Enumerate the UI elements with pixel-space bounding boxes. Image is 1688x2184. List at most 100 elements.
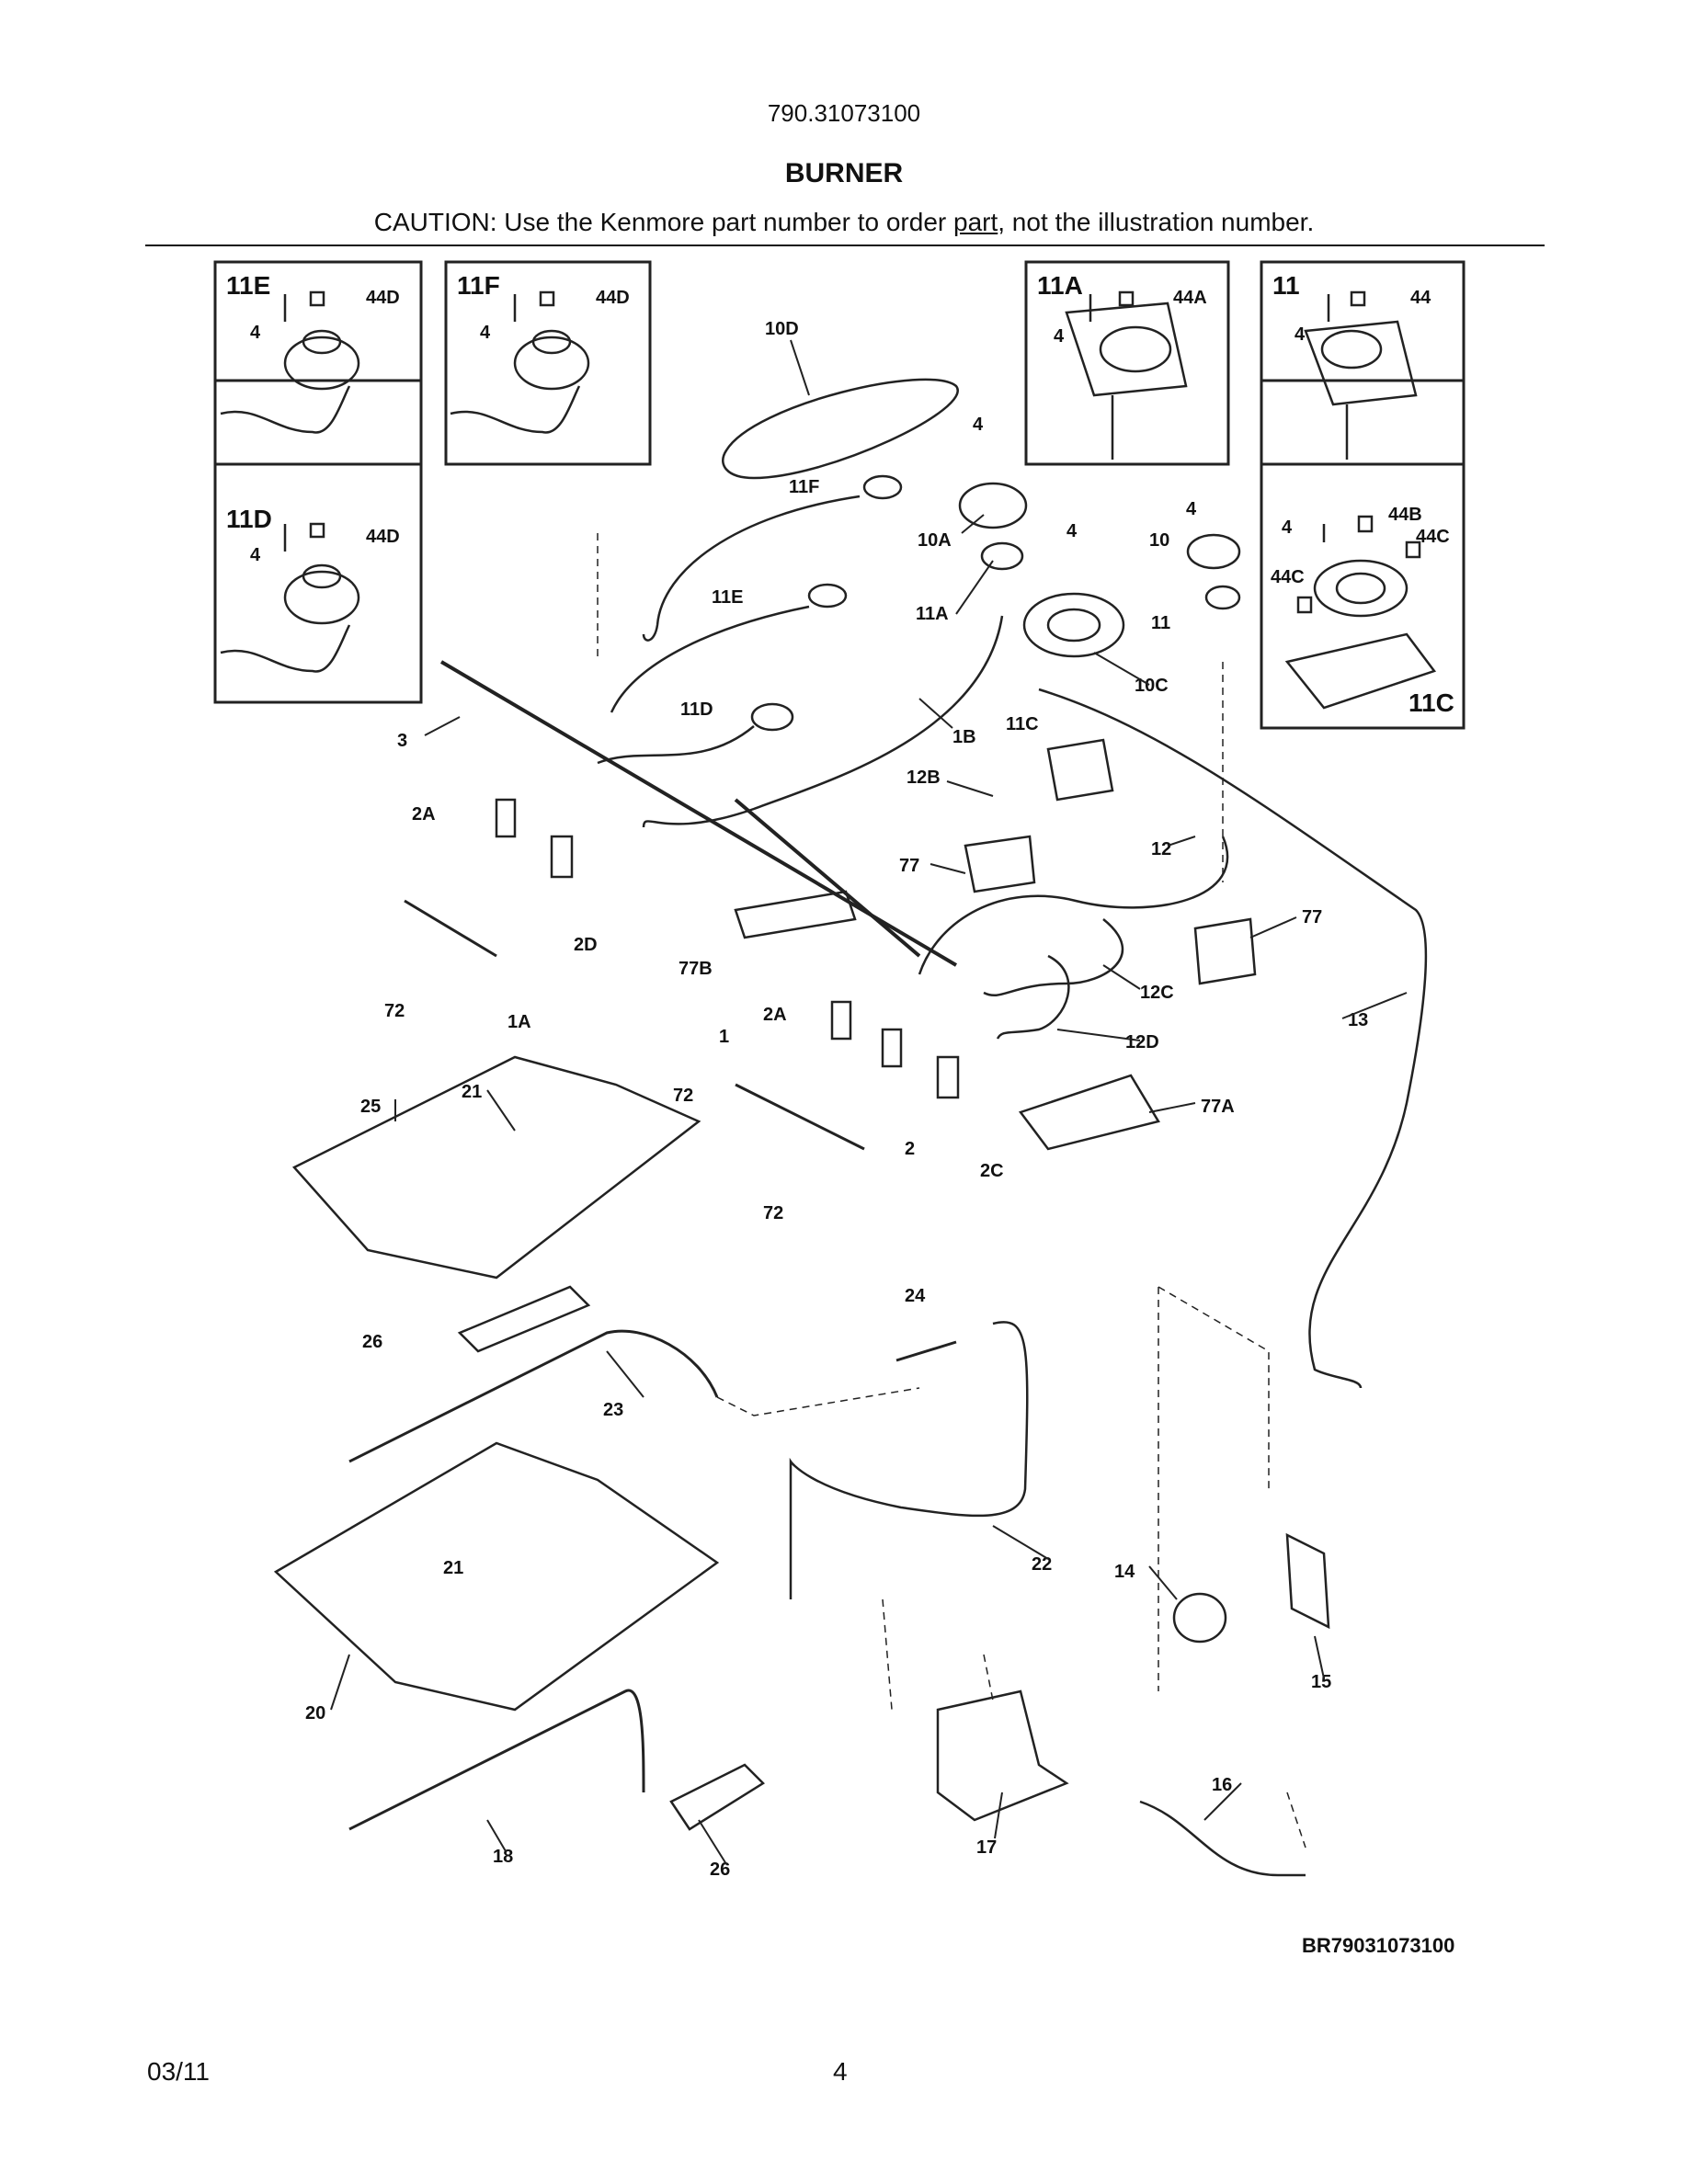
inset-11e-drawing <box>220 290 360 434</box>
burner-cap-10d <box>722 378 959 480</box>
callout: 12C <box>1140 983 1174 1003</box>
page-number: 4 <box>833 2057 848 2086</box>
callout: 24 <box>905 1286 926 1306</box>
bake-burner-18 <box>348 1689 645 1831</box>
callout: 11E <box>712 587 743 608</box>
inset-callout: 4 <box>1282 518 1293 538</box>
bracket-77-right <box>1193 917 1257 985</box>
igniter-26-upper <box>457 1285 591 1353</box>
callout: 11F <box>789 477 819 497</box>
callout: 3 <box>397 731 407 751</box>
callout: 18 <box>493 1847 513 1867</box>
inset-label: 11E <box>226 271 270 300</box>
valve-2a-upper <box>495 798 517 838</box>
valve-2a-lower <box>830 1000 852 1041</box>
inset-11f <box>444 260 652 466</box>
callout: 1 <box>719 1027 729 1047</box>
inset-callout: 44B <box>1388 505 1422 525</box>
callout: 72 <box>763 1203 783 1223</box>
oven-thermostat-17 <box>936 1689 1069 1822</box>
tube-11d <box>597 725 755 765</box>
orifice-holder-24 <box>895 1340 957 1362</box>
callout: 23 <box>603 1400 623 1420</box>
tube-22 <box>789 1321 1029 1599</box>
broil-burner-23 <box>348 1329 719 1463</box>
inset-label: 11A <box>1037 271 1083 300</box>
inset-callout: 44C <box>1416 527 1450 547</box>
tube-11e <box>610 605 810 713</box>
tube-12c <box>983 918 1124 997</box>
callout: 26 <box>362 1332 382 1352</box>
callout: 10D <box>765 319 799 339</box>
tube-13 <box>1038 688 1428 1389</box>
manifold-1a <box>404 899 497 958</box>
inset-label: 11C <box>1409 688 1454 717</box>
inset-label: 11D <box>226 505 272 533</box>
burner-10 <box>1186 533 1241 570</box>
callout-labels: 10D 4 11F 10A 4 4 10 11E 11A 11 10C 11D … <box>305 319 1368 1880</box>
tube-1b <box>642 615 1004 828</box>
bracket-77a <box>1018 1074 1160 1151</box>
callout: 11 <box>1151 613 1170 633</box>
inset-11-drawing <box>1304 290 1418 460</box>
callout: 21 <box>443 1558 463 1578</box>
page-title: BURNER <box>784 158 904 188</box>
inset-11a-drawing <box>1065 290 1188 460</box>
tube-11f <box>642 495 861 642</box>
callout: 77A <box>1201 1097 1235 1117</box>
tube-12d <box>996 954 1070 1040</box>
diagram-artwork <box>213 260 1466 1877</box>
callout: 11A <box>916 604 949 624</box>
callout: 13 <box>1348 1010 1368 1030</box>
inset-11c-drawing <box>1284 515 1437 710</box>
tube-12 <box>918 836 1229 975</box>
heat-shield-25 <box>291 1055 701 1280</box>
burner-10c <box>1022 592 1125 658</box>
callout: 72 <box>673 1086 693 1106</box>
callout: 16 <box>1212 1775 1232 1795</box>
inset-callout: 44A <box>1173 288 1207 308</box>
pressure-regulator-14 <box>1172 1592 1227 1644</box>
caution-text-end: , not the illustration number. <box>998 208 1315 236</box>
bracket-15 <box>1285 1532 1330 1630</box>
inset-11d <box>213 379 423 704</box>
valve-2 <box>881 1028 903 1068</box>
alignment-lines <box>597 533 1306 1848</box>
inset-11c <box>1260 379 1466 730</box>
inset-11 <box>1260 260 1466 466</box>
bracket-77b <box>734 890 857 939</box>
caution-note: CAUTION: Use the Kenmore part number to … <box>0 208 1688 237</box>
callout: 77B <box>679 959 713 979</box>
callout: 77 <box>899 856 919 876</box>
inset-11f-drawing <box>450 290 590 434</box>
burner-base-11c <box>1046 738 1114 802</box>
callout: 1A <box>508 1012 531 1032</box>
callout: 77 <box>1302 907 1322 927</box>
callout: 12D <box>1125 1032 1159 1052</box>
caution-part-link[interactable]: part <box>953 208 998 236</box>
diagram-code: BR79031073100 <box>1302 1934 1454 1957</box>
callout: 4 <box>1066 521 1078 541</box>
callout: 10 <box>1149 530 1169 551</box>
callout: 2D <box>574 935 598 955</box>
callout: 15 <box>1311 1672 1331 1692</box>
model-number: 790.31073100 <box>767 99 921 127</box>
callout: 2A <box>412 804 436 825</box>
bracket-77 <box>964 835 1036 893</box>
inset-callout: 4 <box>1054 326 1065 347</box>
burner-base-11a <box>980 541 1024 571</box>
callout: 12B <box>907 768 941 788</box>
callout: 2 <box>905 1139 915 1159</box>
callout: 4 <box>973 415 984 435</box>
callout: 21 <box>462 1082 482 1102</box>
inset-label: 11 <box>1272 271 1300 300</box>
burner-base-11d <box>750 702 794 732</box>
callout: 2A <box>763 1005 787 1025</box>
inset-callout: 44 <box>1410 288 1431 308</box>
inset-callout: 44C <box>1271 567 1305 587</box>
callout: 22 <box>1032 1554 1052 1575</box>
footer-date: 03/11 <box>147 2057 210 2086</box>
manifold-1 <box>735 1083 865 1151</box>
callout: 17 <box>976 1837 997 1858</box>
